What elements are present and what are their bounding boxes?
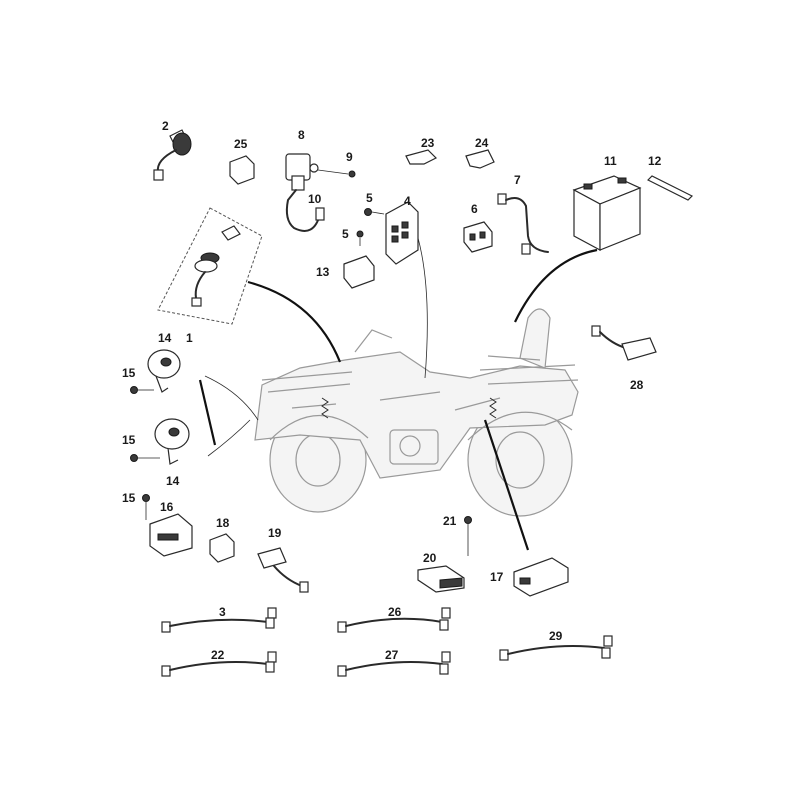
callout-13: 13 [316,265,330,279]
part-6-relay [463,221,493,253]
part-4-fuse-box [385,201,419,265]
part-27-harness [337,651,451,677]
callout-28: 28 [630,378,644,392]
callout-11: 11 [604,154,617,168]
atv-outline [254,308,579,517]
callout-20: 20 [423,551,437,565]
part-23-cover [405,149,438,165]
part-14-horn-lower [154,418,190,465]
part-20-connector [417,565,465,593]
part-18-relay [209,533,235,563]
callout-1: 1 [186,331,193,345]
callout-14b: 14 [166,474,180,488]
part-21-bolt [464,516,472,556]
callout-15b: 15 [122,433,136,447]
callout-5a: 5 [366,191,373,205]
part-7-cable [497,193,549,255]
part-25-relay [229,155,255,185]
callout-26: 26 [388,605,402,619]
part-5-screws [356,208,385,246]
callout-18: 18 [216,516,230,530]
part-1-ignition-switch [157,207,263,325]
part-14-horn-upper [147,349,181,393]
callout-27: 27 [385,648,399,662]
callout-21: 21 [443,514,457,528]
part-17-ecu [513,557,569,597]
part-11-battery [572,175,642,252]
part-15-bolts [130,386,160,520]
part-12-strap [646,175,694,201]
leader-lines [198,237,598,551]
callout-4: 4 [404,194,411,208]
callout-17: 17 [490,570,504,584]
part-3-harness [161,607,277,633]
part-8-sensor [285,153,325,232]
callout-25: 25 [234,137,248,151]
callout-15c: 15 [122,491,136,505]
part-22-harness [161,651,277,677]
callout-29: 29 [549,629,563,643]
part-13-regulator [343,255,375,289]
part-16-module [149,513,193,557]
part-24-cover [465,149,495,169]
callout-19: 19 [268,526,282,540]
part-2-coil-boot [153,129,192,181]
callout-22: 22 [211,648,225,662]
callout-7: 7 [514,173,521,187]
callout-16: 16 [160,500,174,514]
part-26-harness [337,607,451,633]
part-29-harness [499,635,613,661]
callout-9: 9 [346,150,353,164]
part-9-screw [317,169,356,178]
callout-3: 3 [219,605,226,619]
callout-15a: 15 [122,366,136,380]
callout-14a: 14 [158,331,172,345]
callout-labels: 1 2 3 4 5 5 6 7 8 9 10 11 12 13 14 14 15… [122,119,662,662]
callout-2: 2 [162,119,169,133]
callout-12: 12 [648,154,662,168]
callout-24: 24 [475,136,489,150]
callout-5b: 5 [342,227,349,241]
callout-23: 23 [421,136,435,150]
part-28-sensor [591,325,657,361]
callout-6: 6 [471,202,478,216]
callout-8: 8 [298,128,305,142]
callout-10: 10 [308,192,322,206]
part-19-sensor [257,547,309,593]
